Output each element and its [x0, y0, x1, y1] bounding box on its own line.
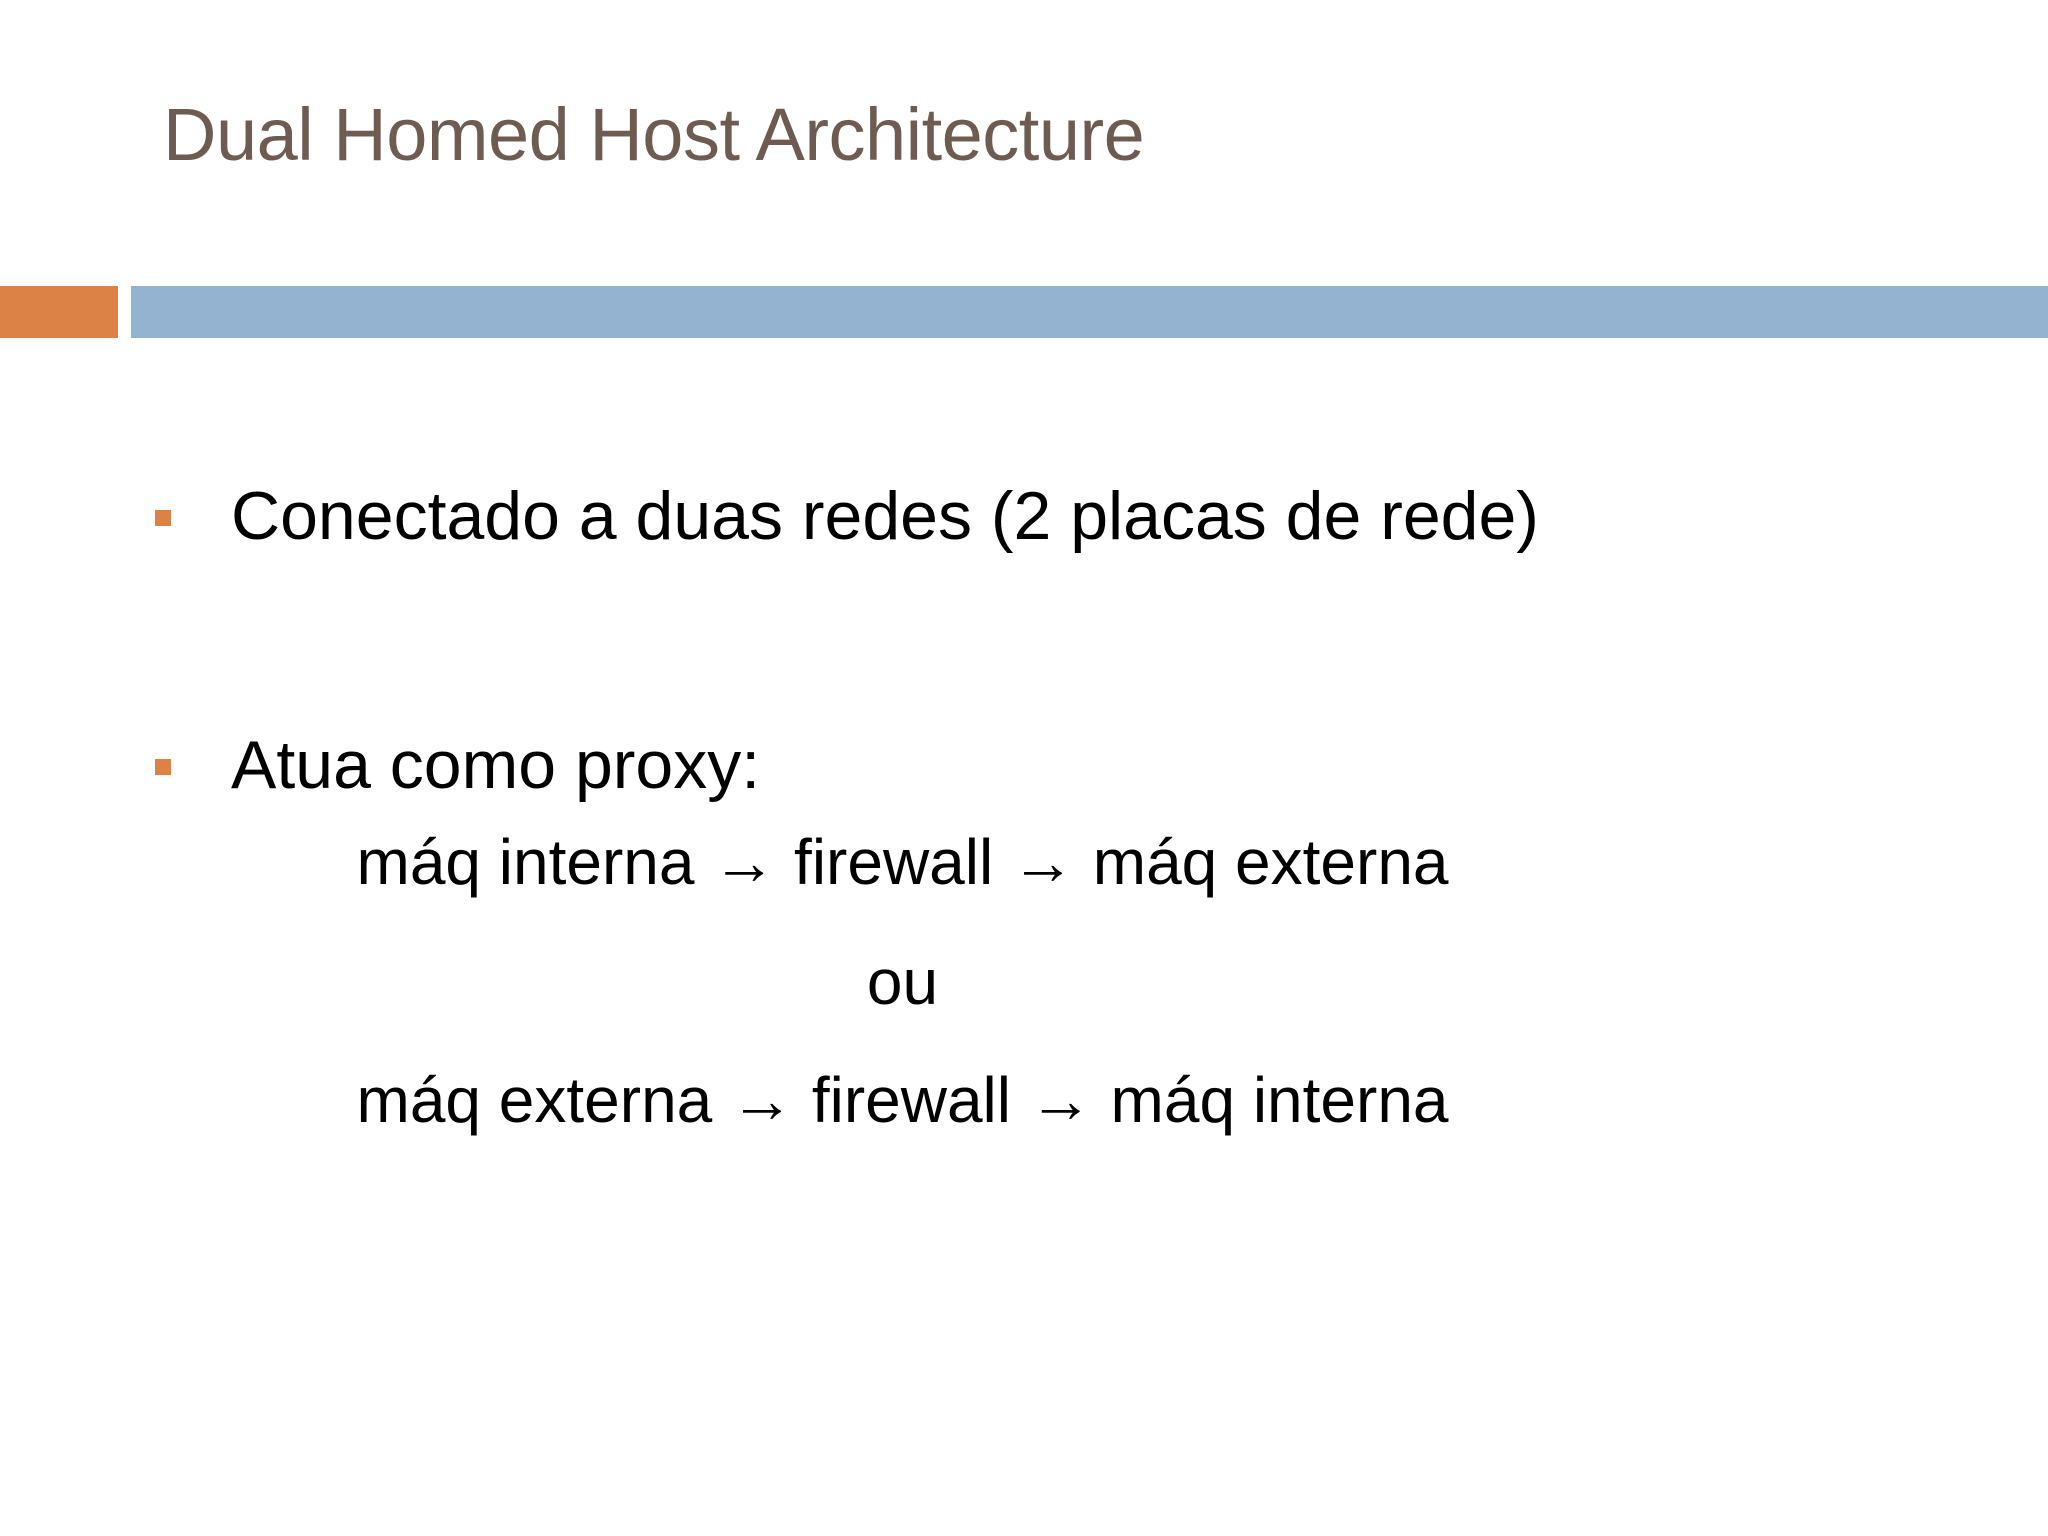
bullet-label: Atua como proxy: [231, 727, 761, 803]
list-item: Atua como proxy: [155, 723, 1955, 807]
bullet-label: Conectado a duas redes (2 placas de rede… [231, 478, 1539, 554]
list-item: Conectado a duas redes (2 placas de rede… [155, 474, 1955, 558]
sub-line-flow-inbound: máq externa → firewall → máq interna [356, 1064, 1449, 1136]
sub-line-flow-outbound: máq interna → firewall → máq externa [356, 826, 1449, 898]
page-title: Dual Homed Host Architecture [163, 93, 1145, 176]
square-bullet-icon [155, 510, 171, 526]
divider [0, 286, 2048, 338]
divider-accent-bar [0, 286, 118, 338]
slide-body: Conectado a duas redes (2 placas de rede… [0, 338, 2048, 1536]
square-bullet-icon [155, 759, 171, 775]
divider-main-bar [131, 286, 2048, 338]
sub-line-separator: ou [866, 946, 939, 1018]
